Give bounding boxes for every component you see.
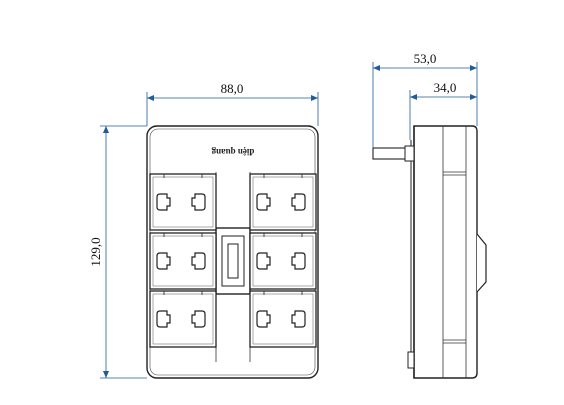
front-view: điện quang <box>146 125 319 379</box>
socket-pin-right-icon <box>291 252 306 270</box>
brand-logo: điện quang <box>211 147 254 157</box>
socket-outlet <box>249 290 317 348</box>
socket-pin-left-icon <box>156 310 171 328</box>
side-total-depth-dimension: 53,0 <box>372 51 478 148</box>
front-height-label: 129,0 <box>88 237 103 266</box>
side-body-depth-dimension: 34,0 <box>409 80 477 140</box>
socket-pin-left-icon <box>156 252 171 270</box>
socket-outlet <box>249 173 317 231</box>
socket-pin-right-icon <box>291 310 306 328</box>
socket-outlet <box>149 173 217 231</box>
power-cord-stub <box>372 145 415 162</box>
front-width-label: 88,0 <box>221 81 244 96</box>
front-width-dimension: 88,0 <box>146 81 319 126</box>
side-total-depth-label: 53,0 <box>414 51 437 66</box>
socket-pin-right-icon <box>191 193 206 211</box>
socket-pin-right-icon <box>291 193 306 211</box>
socket-outlet <box>149 232 217 290</box>
socket-pin-right-icon <box>191 310 206 328</box>
power-switch <box>215 227 251 295</box>
socket-pin-left-icon <box>156 193 171 211</box>
front-height-dimension: 129,0 <box>88 125 147 379</box>
socket-pin-left-icon <box>256 193 271 211</box>
socket-pin-right-icon <box>191 252 206 270</box>
side-body-depth-label: 34,0 <box>434 80 457 95</box>
side-view <box>372 125 487 379</box>
socket-outlet <box>149 290 217 348</box>
socket-outlet <box>249 232 317 290</box>
socket-pin-left-icon <box>256 310 271 328</box>
side-foot <box>407 351 415 369</box>
socket-grid <box>149 173 317 348</box>
socket-pin-left-icon <box>256 252 271 270</box>
side-body-outline <box>413 125 478 379</box>
side-switch-profile <box>476 233 487 293</box>
